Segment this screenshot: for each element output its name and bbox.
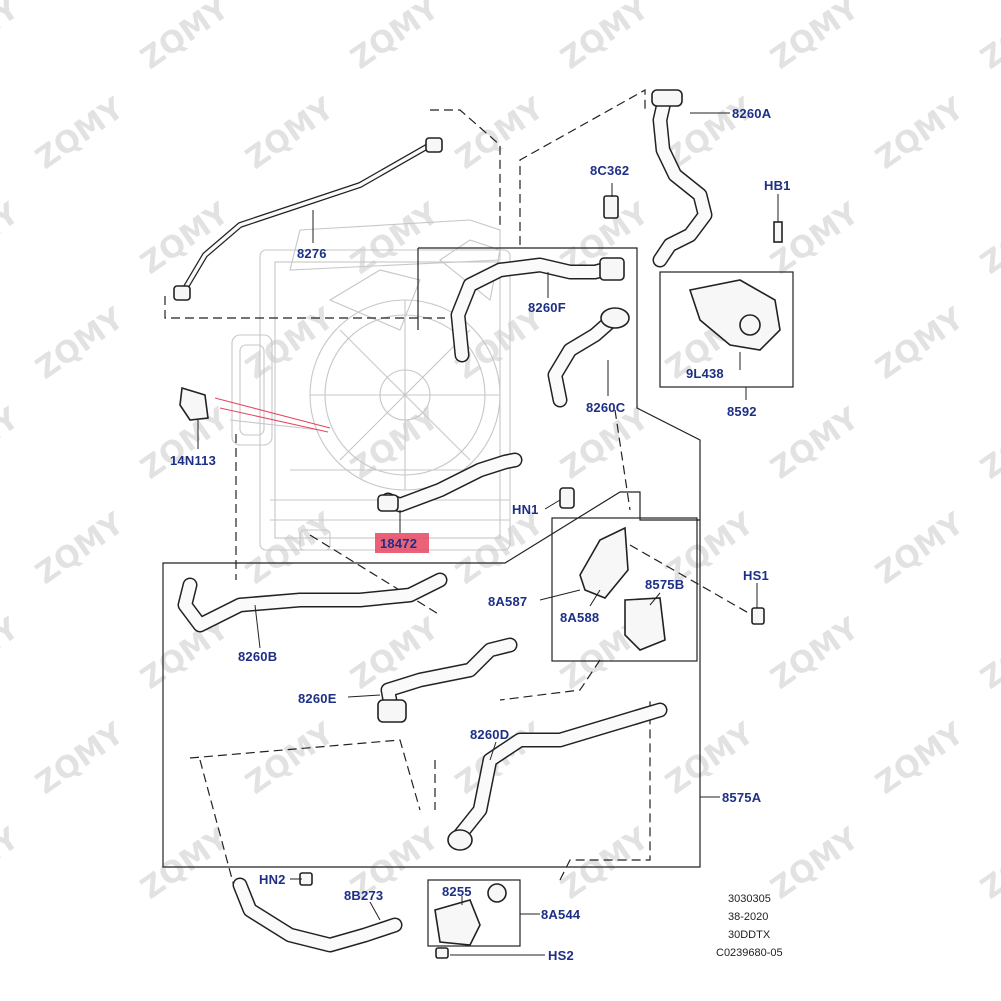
watermark-text: ZQMY <box>0 400 27 486</box>
label-HS2[interactable]: HS2 <box>548 948 574 963</box>
label-8260D[interactable]: 8260D <box>470 727 509 742</box>
watermark-text: ZQMY <box>30 300 132 386</box>
watermark-text: ZQMY <box>0 195 27 281</box>
label-8260E[interactable]: 8260E <box>298 691 337 706</box>
label-8C362[interactable]: 8C362 <box>590 163 629 178</box>
watermark-text: ZQMY <box>0 610 27 696</box>
ref-code-line2: 38-2020 <box>728 911 768 923</box>
label-HN1[interactable]: HN1 <box>512 502 539 517</box>
watermark-text: ZQMY <box>765 400 867 486</box>
watermark-text: ZQMY <box>975 0 1001 77</box>
highlight-18472 <box>375 533 429 553</box>
label-8260C[interactable]: 8260C <box>586 400 626 415</box>
label-HS1[interactable]: HS1 <box>743 568 769 583</box>
group-frames <box>162 88 794 947</box>
label-leaders <box>197 112 779 956</box>
watermark-text: ZQMY <box>240 715 342 801</box>
watermark-text: ZQMY <box>450 505 552 591</box>
label-14N113[interactable]: 14N113 <box>170 453 216 468</box>
part-labels: 8276 8260A 8C362 HB1 8260F 8260C 9L438 8… <box>170 106 791 963</box>
watermark-text: ZQMY <box>870 715 972 801</box>
label-8260A[interactable]: 8260A <box>732 106 772 121</box>
watermark-text: ZQMY <box>30 505 132 591</box>
watermark-text: ZQMY <box>870 505 972 591</box>
watermark-text: ZQMY <box>240 90 342 176</box>
label-8592[interactable]: 8592 <box>727 404 757 419</box>
watermark-text: ZQMY <box>345 0 447 77</box>
watermark-text: ZQMY <box>345 400 447 486</box>
watermark-text: ZQMY <box>135 610 237 696</box>
label-8260F[interactable]: 8260F <box>528 300 566 315</box>
watermark-text: ZQMY <box>765 610 867 696</box>
label-8260B[interactable]: 8260B <box>238 649 277 664</box>
label-8A587[interactable]: 8A587 <box>488 594 527 609</box>
watermark-text: ZQMY <box>135 0 237 77</box>
label-HN2[interactable]: HN2 <box>259 872 286 887</box>
watermark-text: ZQMY <box>975 400 1001 486</box>
watermark-text: ZQMY <box>765 0 867 77</box>
watermark-text: ZQMY <box>240 300 342 386</box>
watermark-text: ZQMY <box>240 505 342 591</box>
ref-code-line3: 30DDTX <box>728 929 771 941</box>
label-8A544[interactable]: 8A544 <box>541 907 581 922</box>
watermark-text: ZQMY <box>555 0 657 77</box>
watermark-text: ZQMY <box>870 300 972 386</box>
watermark-text: ZQMY <box>975 820 1001 906</box>
reference-codes: 3030305 38-2020 30DDTX C0239680-05 <box>716 893 783 959</box>
label-18472[interactable]: 18472 <box>380 536 417 551</box>
watermark-text: ZQMY <box>660 715 762 801</box>
hoses <box>173 89 783 959</box>
label-8575A[interactable]: 8575A <box>722 790 762 805</box>
label-8B273[interactable]: 8B273 <box>344 888 383 903</box>
watermark-text: ZQMY <box>30 715 132 801</box>
watermark-text: ZQMY <box>30 90 132 176</box>
watermark-text: ZQMY <box>555 820 657 906</box>
ref-code-line4: C0239680-05 <box>716 947 783 959</box>
watermark-text: ZQMY <box>345 195 447 281</box>
watermark-text: ZQMY <box>0 820 27 906</box>
label-HB1[interactable]: HB1 <box>764 178 791 193</box>
label-8575B[interactable]: 8575B <box>645 577 684 592</box>
label-8255[interactable]: 8255 <box>442 884 472 899</box>
watermark-text: ZQMY <box>975 610 1001 696</box>
watermark-text: ZQMY <box>975 195 1001 281</box>
watermark-text: ZQMY <box>0 0 27 77</box>
label-9L438[interactable]: 9L438 <box>686 366 724 381</box>
watermark-text: ZQMY <box>135 820 237 906</box>
label-8276[interactable]: 8276 <box>297 246 327 261</box>
label-8A588[interactable]: 8A588 <box>560 610 599 625</box>
ref-code-line1: 3030305 <box>728 893 771 905</box>
watermark-text: ZQMY <box>765 820 867 906</box>
watermark-text: ZQMY <box>870 90 972 176</box>
